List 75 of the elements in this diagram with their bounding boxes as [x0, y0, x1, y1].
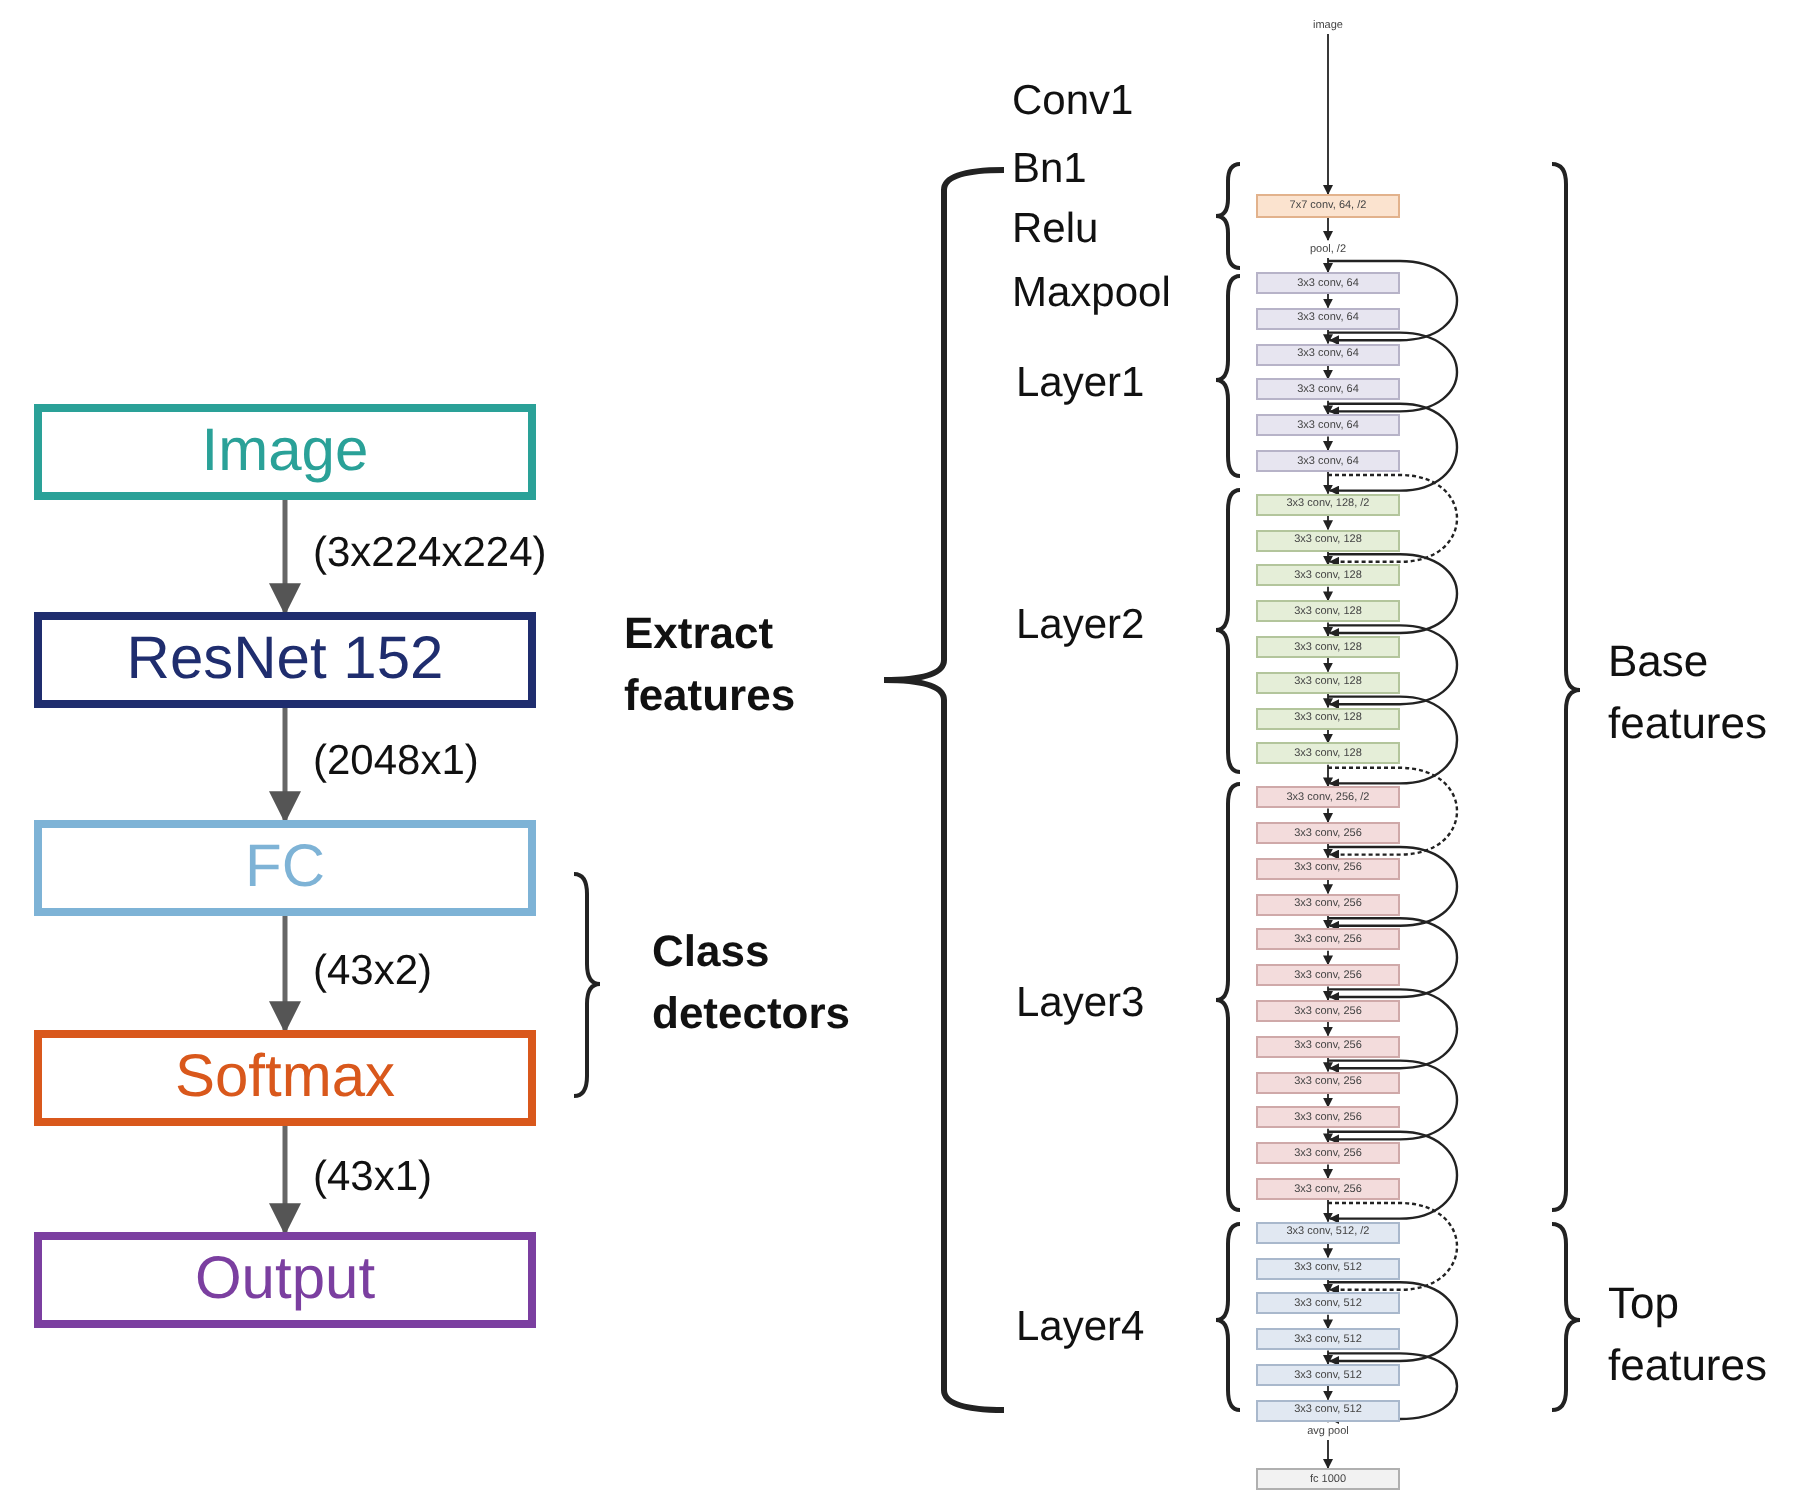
- skip-connection-arrow: [1328, 1281, 1459, 1366]
- arrow: [1323, 435, 1333, 451]
- layer-label: Bn1: [1012, 144, 1087, 196]
- group-label: Extract features: [624, 606, 798, 724]
- arrow: [1323, 1056, 1333, 1073]
- process-box: ResNet 152: [34, 612, 536, 708]
- arrow: [1323, 257, 1333, 273]
- skip-connection-arrow: [1328, 553, 1459, 638]
- edge-label: (3x224x224): [313, 530, 547, 578]
- layer-label: Conv1: [1012, 76, 1134, 128]
- skip-connection-arrow: [1328, 988, 1459, 1074]
- arrow: [1323, 585, 1333, 602]
- group-label: Top features: [1608, 1276, 1769, 1394]
- skip-connection-arrow: [1328, 1201, 1459, 1295]
- skip-connection-arrow: [1328, 1130, 1459, 1224]
- arrow: [1323, 1439, 1333, 1469]
- group-label: Class detectors: [652, 924, 853, 1042]
- arrow: [1323, 1242, 1333, 1259]
- arrow: [1323, 1021, 1333, 1037]
- layer-label: Maxpool: [1012, 268, 1171, 320]
- arrow: [1323, 550, 1333, 566]
- arrow: [1323, 33, 1333, 195]
- process-box: Image: [34, 404, 536, 500]
- arrow: [1323, 657, 1333, 673]
- layer-label: Layer3: [1016, 978, 1145, 1030]
- edge-label: (43x2): [313, 947, 433, 995]
- skip-connection-arrow: [1328, 624, 1459, 710]
- arrow: [1323, 293, 1333, 309]
- process-box: Output: [34, 1232, 536, 1328]
- arrow: [1323, 1313, 1333, 1330]
- skip-connection-arrow: [1328, 845, 1459, 931]
- arrow: [269, 708, 301, 824]
- arrow: [1323, 364, 1333, 380]
- arrow: [269, 916, 301, 1034]
- arrow: [1323, 1385, 1333, 1401]
- arrow: [269, 500, 301, 616]
- skip-connection-arrow: [1328, 695, 1459, 789]
- process-box: Softmax: [34, 1030, 536, 1126]
- process-box: FC: [34, 820, 536, 916]
- edge-label: (2048x1): [313, 738, 479, 786]
- arrow: [1323, 1349, 1333, 1365]
- skip-connection-arrow: [1328, 259, 1459, 346]
- arrow: [1323, 217, 1333, 241]
- group-label: Base features: [1608, 634, 1769, 752]
- arrow: [1323, 399, 1333, 416]
- arrow: [1323, 1092, 1333, 1108]
- arrow: [1323, 328, 1333, 345]
- arrow: [1323, 914, 1333, 930]
- arrow: [1323, 692, 1333, 709]
- skip-connection-arrow: [1328, 331, 1459, 417]
- arrow: [1323, 949, 1333, 966]
- arrow: [1323, 807, 1333, 823]
- layer-label: Layer1: [1016, 358, 1145, 410]
- arrow: [1323, 763, 1333, 788]
- edge-label: (43x1): [313, 1153, 433, 1201]
- arrow: [1323, 514, 1333, 531]
- arrow: [1323, 471, 1333, 495]
- arrow: [1323, 985, 1333, 1001]
- arrow: [1323, 1278, 1333, 1294]
- skip-connection-arrow: [1328, 1059, 1459, 1145]
- skip-connection-arrow: [1328, 402, 1459, 496]
- arrow: [1323, 728, 1333, 744]
- arrow: [1323, 1199, 1333, 1223]
- layer-label: Layer2: [1016, 600, 1145, 652]
- arrow: [269, 1126, 301, 1236]
- layer-label: Relu: [1012, 204, 1099, 256]
- layer-label: Layer4: [1016, 1302, 1145, 1354]
- arrow: [1323, 878, 1333, 895]
- skip-connection-arrow: [1328, 917, 1459, 1002]
- arrow: [1323, 1163, 1333, 1179]
- arrow: [1323, 1127, 1333, 1144]
- arrow: [1323, 621, 1333, 637]
- skip-connection-arrow: [1328, 473, 1459, 567]
- arrow: [1323, 843, 1333, 859]
- skip-connection-arrow: [1328, 766, 1459, 860]
